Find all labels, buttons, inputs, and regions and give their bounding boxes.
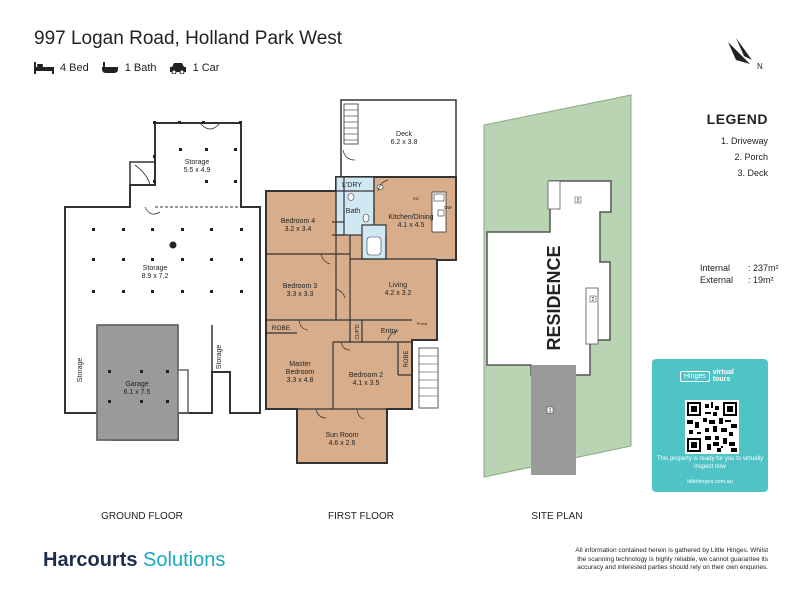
logo-bold: Harcourts bbox=[43, 549, 138, 571]
bed-feature: 4 Bed bbox=[34, 62, 89, 74]
external-area-row: External : 19m² bbox=[700, 274, 779, 286]
ldry-label: L'DRY bbox=[342, 182, 362, 189]
hinges-brand: Hinges bbox=[680, 370, 710, 382]
cupd-label: CUP'D bbox=[355, 324, 361, 340]
bath-count: 1 Bath bbox=[124, 62, 157, 74]
first-floor-labels: Deck 6.2 x 3.8 L'DRY Bath Bedroom 4 3.2 … bbox=[272, 131, 453, 447]
first-floor-plan bbox=[265, 99, 457, 464]
internal-value: : 237m² bbox=[748, 263, 779, 273]
car-count: 1 Car bbox=[192, 62, 220, 74]
bed3-label: Bedroom 3 bbox=[283, 283, 317, 290]
master-label-line1: Master bbox=[289, 361, 311, 368]
living-dim: 4.2 x 3.2 bbox=[385, 290, 412, 297]
site-plan-label: SITE PLAN bbox=[531, 511, 583, 522]
ac-tag: AC bbox=[413, 196, 420, 201]
ground-floor-labels: Storage 5.5 x 4.9 Storage 8.9 x 7.2 Stor… bbox=[77, 159, 223, 396]
garage-dim: 6.1 x 7.5 bbox=[124, 389, 151, 396]
external-value: : 19m² bbox=[748, 275, 774, 285]
legend-title: LEGEND bbox=[706, 111, 768, 127]
first-floor-label: FIRST FLOOR bbox=[328, 511, 394, 522]
bed-icon bbox=[34, 62, 54, 74]
internal-area-row: Internal : 237m² bbox=[700, 262, 779, 274]
ground-floor-plan bbox=[64, 122, 261, 441]
bed2-dim: 4.1 x 3.5 bbox=[353, 380, 380, 387]
living-label: Living bbox=[389, 282, 407, 289]
brand-tours: tours bbox=[712, 376, 731, 383]
robe2-label: ROBE bbox=[404, 350, 410, 367]
site-plan bbox=[483, 94, 632, 478]
legend-list: 1. Driveway 2. Porch 3. Deck bbox=[721, 133, 768, 181]
virtual-tour-url[interactable]: littlehinges.com.au bbox=[687, 479, 733, 485]
storage-main-dim: 8.9 x 7.2 bbox=[142, 273, 169, 280]
storage-main-label: Storage bbox=[143, 265, 168, 272]
bath-feature: 1 Bath bbox=[101, 62, 157, 74]
bed2-label: Bedroom 2 bbox=[349, 372, 383, 379]
master-dim: 3.3 x 4.8 bbox=[287, 377, 314, 384]
robe1-label: ROBE bbox=[272, 325, 291, 332]
address-title: 997 Logan Road, Holland Park West bbox=[34, 28, 343, 49]
site-tag-3: 3 bbox=[577, 198, 580, 204]
kitchen-dim: 4.1 x 4.5 bbox=[398, 222, 425, 229]
storage-top-label: Storage bbox=[185, 159, 210, 166]
legend-item: 2. Porch bbox=[734, 152, 768, 162]
harcourts-logo: Harcourts Solutions bbox=[43, 549, 225, 572]
porch-tag: Porch bbox=[417, 321, 427, 326]
bath-label: Bath bbox=[346, 208, 361, 215]
car-icon bbox=[169, 63, 186, 74]
storage-top-dim: 5.5 x 4.9 bbox=[184, 167, 211, 174]
master-label-line2: Bedroom bbox=[286, 369, 315, 376]
bed3-dim: 3.3 x 3.3 bbox=[287, 291, 314, 298]
area-summary: Internal : 237m² External : 19m² bbox=[700, 262, 779, 286]
entry-label: Entry bbox=[381, 328, 398, 335]
internal-label: Internal bbox=[700, 263, 731, 273]
north-compass-icon: N bbox=[728, 38, 763, 71]
virtual-tour-text: This property is ready for you to virtua… bbox=[656, 456, 764, 470]
legend-item: 3. Deck bbox=[737, 168, 768, 178]
site-plan-labels: RESIDENCE 3 2 1 bbox=[544, 198, 595, 414]
logo-light: Solutions bbox=[137, 549, 226, 571]
bath-icon bbox=[101, 62, 118, 73]
brand-virtual: virtual bbox=[712, 369, 734, 376]
bed-count: 4 Bed bbox=[60, 62, 89, 74]
north-label: N bbox=[757, 62, 763, 71]
deck-label: Deck bbox=[396, 131, 412, 138]
qr-code-icon[interactable] bbox=[685, 400, 739, 454]
legend-item: 1. Driveway bbox=[720, 136, 768, 146]
storage-right-label: Storage bbox=[216, 345, 223, 370]
features-bar: 4 Bed 1 Bath 1 Car bbox=[34, 62, 219, 74]
deck-dim: 6.2 x 3.8 bbox=[391, 139, 418, 146]
site-tag-1: 1 bbox=[549, 408, 552, 414]
bed4-label: Bedroom 4 bbox=[281, 218, 315, 225]
storage-left-label: Storage bbox=[77, 358, 84, 383]
sunroom-label: Sun Room bbox=[325, 432, 358, 439]
ground-floor-posts bbox=[92, 121, 243, 403]
garage-label: Garage bbox=[125, 381, 148, 388]
external-label: External bbox=[700, 275, 734, 285]
kitchen-label: Kitchen/Dining bbox=[388, 214, 433, 221]
site-tag-2: 2 bbox=[592, 297, 595, 303]
car-feature: 1 Car bbox=[169, 62, 220, 74]
sunroom-dim: 4.6 x 2.6 bbox=[329, 440, 356, 447]
residence-label: RESIDENCE bbox=[544, 245, 564, 350]
dw-tag: DW bbox=[444, 205, 452, 210]
ground-floor-label: GROUND FLOOR bbox=[101, 511, 183, 522]
bed4-dim: 3.2 x 3.4 bbox=[285, 226, 312, 233]
disclaimer-text: All information contained herein is gath… bbox=[575, 547, 768, 571]
